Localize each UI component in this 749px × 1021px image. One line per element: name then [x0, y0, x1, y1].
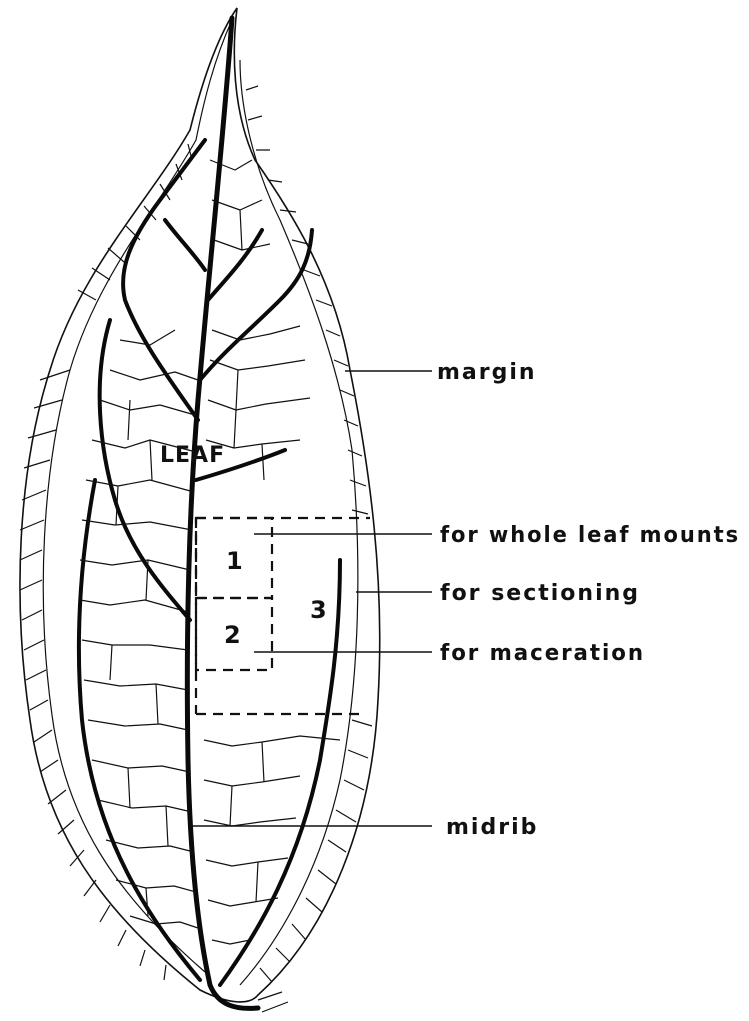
box-2-label: 2	[224, 621, 241, 649]
sampling-region-3	[196, 518, 370, 714]
leaf-word-label: LEAF	[160, 443, 225, 468]
petiole-stub	[258, 992, 288, 1012]
margin-callout: margin	[437, 360, 537, 385]
midrib-vein	[187, 18, 258, 1008]
maceration-callout: for maceration	[440, 641, 645, 666]
midrib-callout: midrib	[446, 815, 538, 840]
leaf-margin-outline	[20, 8, 380, 1002]
box-3-label: 3	[310, 596, 327, 624]
sectioning-callout: for sectioning	[440, 581, 640, 606]
whole-leaf-callout: for whole leaf mounts	[440, 523, 740, 548]
marginal-loops-left	[20, 144, 192, 980]
box-1-label: 1	[226, 547, 243, 575]
